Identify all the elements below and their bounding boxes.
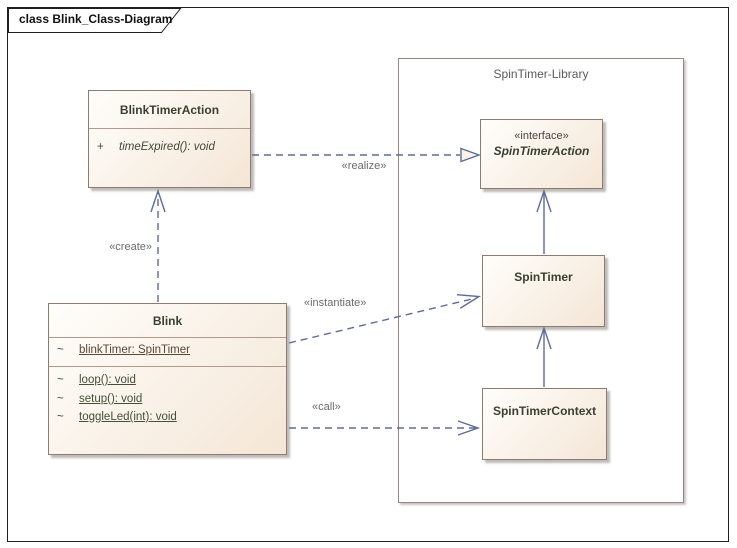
operation-signature: loop(): void	[79, 374, 136, 386]
frame-title: class Blink_Class-Diagram	[19, 12, 173, 26]
spintimer-to-interface-connector[interactable]	[536, 188, 552, 254]
operation-row: ~ toggleLed(int): void	[49, 408, 286, 427]
frame-title-tab	[8, 8, 182, 33]
stereotype-label: «interface»	[514, 130, 569, 142]
class-spintimercontext[interactable]: SpinTimerContext	[482, 388, 607, 460]
operation-signature: timeExpired(): void	[119, 141, 215, 153]
create-label: «create»	[109, 241, 152, 253]
interface-spintimeraction[interactable]: «interface» SpinTimerAction	[480, 119, 603, 189]
class-blinktimeraction[interactable]: BlinkTimerAction + timeExpired(): void	[88, 90, 251, 188]
operations-compartment: + timeExpired(): void	[89, 129, 250, 157]
call-label: «call»	[312, 401, 341, 413]
context-to-spintimer-connector[interactable]	[536, 325, 552, 387]
operation-signature: toggleLed(int): void	[79, 411, 177, 423]
class-blink[interactable]: Blink ~ blinkTimer: SpinTimer ~ loop(): vo…	[48, 303, 287, 455]
visibility-symbol: ~	[57, 392, 64, 405]
realize-label: «realize»	[341, 160, 387, 172]
compartment-divider	[49, 337, 286, 338]
visibility-symbol: ~	[57, 374, 64, 386]
operation-row: ~ setup(): void	[49, 390, 286, 409]
package-label: SpinTimer-Library	[493, 67, 589, 81]
operation-row: + timeExpired(): void	[89, 138, 250, 157]
attributes-compartment: ~ blinkTimer: SpinTimer	[49, 338, 286, 366]
visibility-symbol: ~	[57, 344, 64, 356]
call-dependency-connector[interactable]	[289, 420, 481, 436]
operation-signature: setup(): void	[79, 392, 143, 405]
class-spintimer[interactable]: SpinTimer	[482, 255, 605, 327]
class-name: SpinTimerContext	[492, 404, 597, 418]
class-name: BlinkTimerAction	[119, 102, 220, 117]
visibility-symbol: +	[97, 141, 104, 153]
compartment-divider	[89, 128, 250, 129]
operation-row: ~ loop(): void	[49, 371, 286, 390]
operations-compartment: ~ loop(): void ~ setup(): void ~ toggleLed(…	[49, 367, 286, 427]
attribute-row: ~ blinkTimer: SpinTimer	[49, 341, 286, 360]
class-name: SpinTimer	[514, 270, 573, 284]
class-name: SpinTimerAction	[493, 144, 590, 158]
compartment-divider	[49, 366, 286, 367]
attribute-signature: blinkTimer: SpinTimer	[79, 344, 190, 356]
create-dependency-connector[interactable]	[150, 188, 166, 302]
visibility-symbol: ~	[57, 411, 64, 423]
diagram-frame	[7, 7, 729, 542]
realize-connector[interactable]	[252, 147, 482, 163]
instantiate-dependency-connector[interactable]	[288, 290, 482, 344]
instantiate-label: «instantiate»	[304, 297, 367, 309]
class-name: Blink	[152, 313, 183, 328]
